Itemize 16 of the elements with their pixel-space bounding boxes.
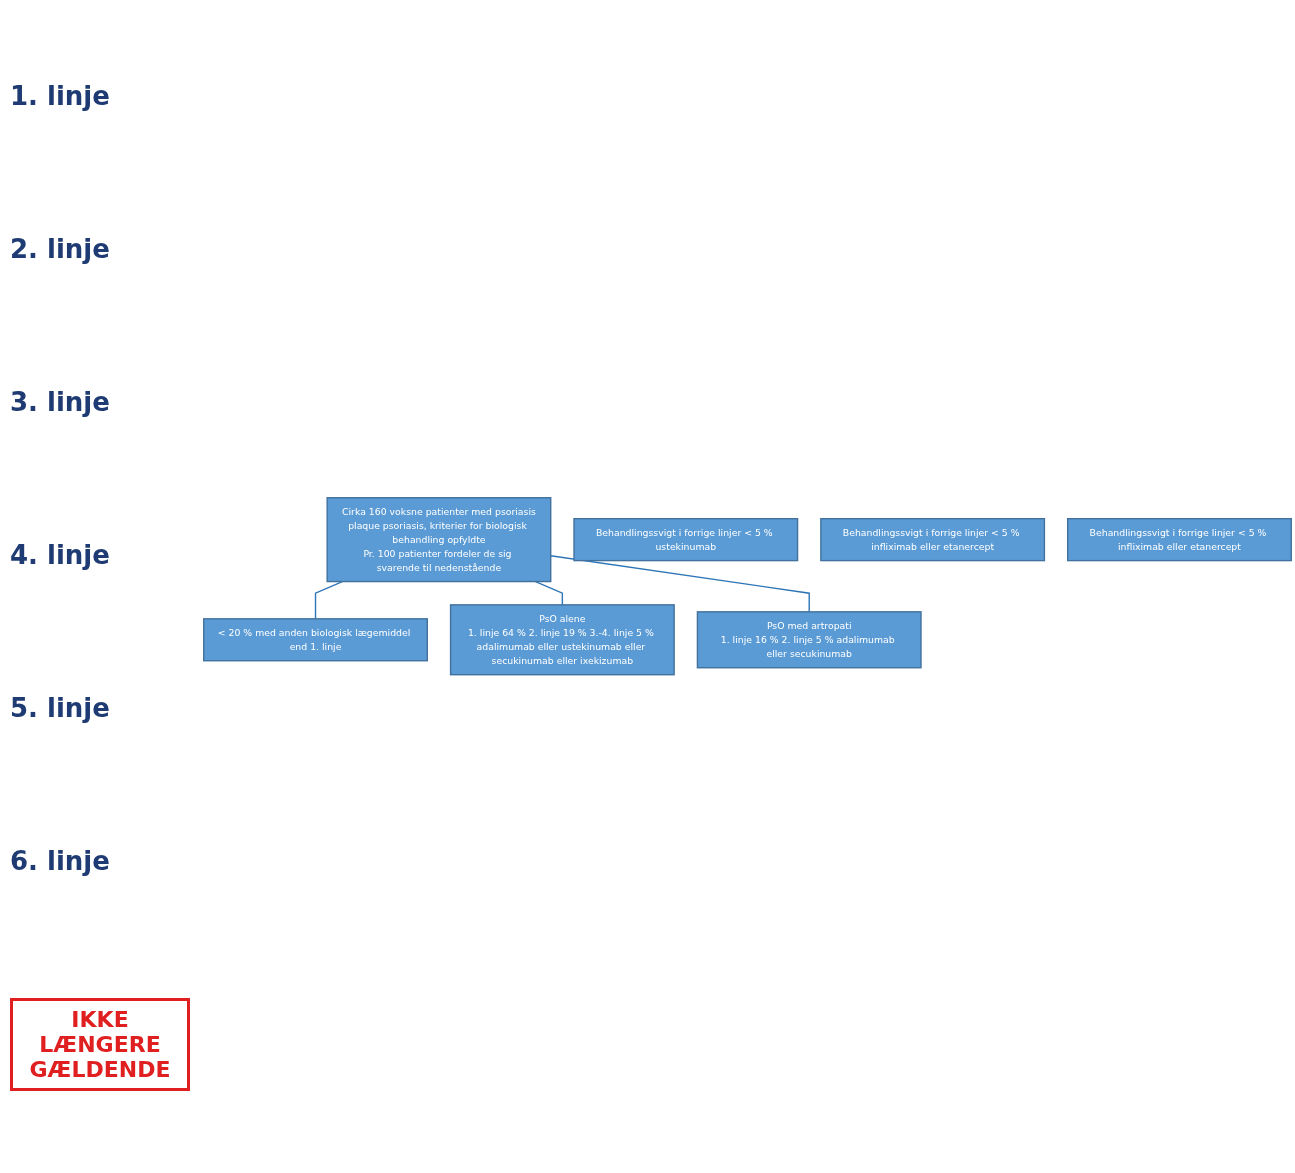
line-label: 6. linje: [10, 845, 111, 876]
connector: [534, 581, 564, 606]
line-label: 2. linje: [10, 234, 111, 265]
node-box: PsO med artropati 1. linje 16 % 2. linje 5 % adalimumab eller secukinumab: [696, 611, 922, 669]
node-box: PsO alene 1. linje 64 % 2. linje 19 % 3.-4. linje 5 % adalimumab eller ustekinumab eller secukinumab eller ixekizumab: [449, 604, 675, 676]
node-box: Cirka 160 voksne patienter med psoriasis plaque psoriasis, kriterier for biologisk behandling opfyldte Pr. 100 patienter fordeler de sig svarende til nedenstående: [326, 497, 552, 583]
line-label: 4. linje: [10, 539, 111, 570]
connector: [550, 555, 810, 613]
stamp-text: IKKE LÆNGERE GÆLDENDE: [10, 998, 190, 1092]
line-label: 1. linje: [10, 81, 111, 112]
line-label: 5. linje: [10, 692, 111, 723]
node-box: Behandlingssvigt i forrige linjer < 5 % ustekinumab: [573, 518, 799, 562]
line-label: 3. linje: [10, 387, 111, 418]
node-box: Behandlingssvigt i forrige linjer < 5 % infliximab eller etanercept: [1067, 518, 1292, 562]
node-box: Behandlingssvigt i forrige linjer < 5 % infliximab eller etanercept: [820, 518, 1046, 562]
node-box: < 20 % med anden biologisk lægemiddel end 1. linje: [203, 618, 428, 662]
